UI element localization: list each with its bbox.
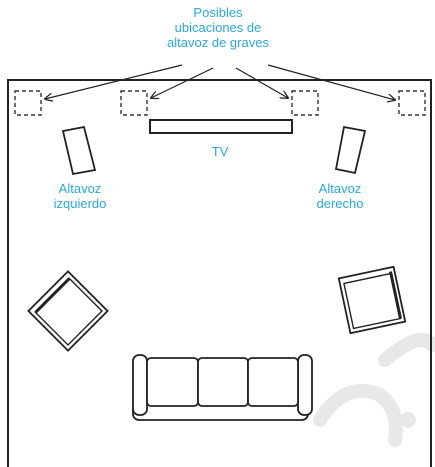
- arrow-to-location-4: [267, 64, 395, 100]
- watermark: [313, 333, 435, 447]
- subwoofer-label-line-2: ubicaciones de: [174, 20, 262, 35]
- right-speaker-label: Altavoz derecho: [305, 181, 375, 211]
- right-speaker-label-line-1: Altavoz: [318, 181, 362, 196]
- right-armchair: [337, 265, 407, 335]
- subwoofer-location-4: [398, 90, 426, 116]
- subwoofer-label-line-3: altavoz de graves: [167, 35, 269, 50]
- room-wall: [7, 79, 432, 467]
- subwoofer-location-2: [120, 90, 148, 116]
- tv-shape: [149, 119, 293, 134]
- left-armchair: [27, 270, 109, 352]
- left-speaker-label-line-2: izquierdo: [53, 196, 107, 211]
- tv-label: TV: [211, 144, 229, 159]
- sofa: [132, 354, 313, 421]
- arrow-to-location-1: [45, 64, 183, 99]
- subwoofer-location-3: [291, 90, 319, 116]
- arrow-to-location-3: [235, 67, 288, 98]
- right-speaker-label-line-2: derecho: [316, 196, 364, 211]
- left-speaker-label-line-1: Altavoz: [58, 181, 102, 196]
- left-speaker-shape: [61, 125, 97, 176]
- left-speaker-label: Altavoz izquierdo: [45, 181, 115, 211]
- subwoofer-location-1: [14, 90, 42, 116]
- subwoofer-locations-label: Posibles ubicaciones de altavoz de grave…: [150, 5, 286, 50]
- subwoofer-label-line-1: Posibles: [193, 5, 243, 20]
- right-speaker-shape: [334, 125, 367, 175]
- arrow-to-location-2: [151, 67, 214, 98]
